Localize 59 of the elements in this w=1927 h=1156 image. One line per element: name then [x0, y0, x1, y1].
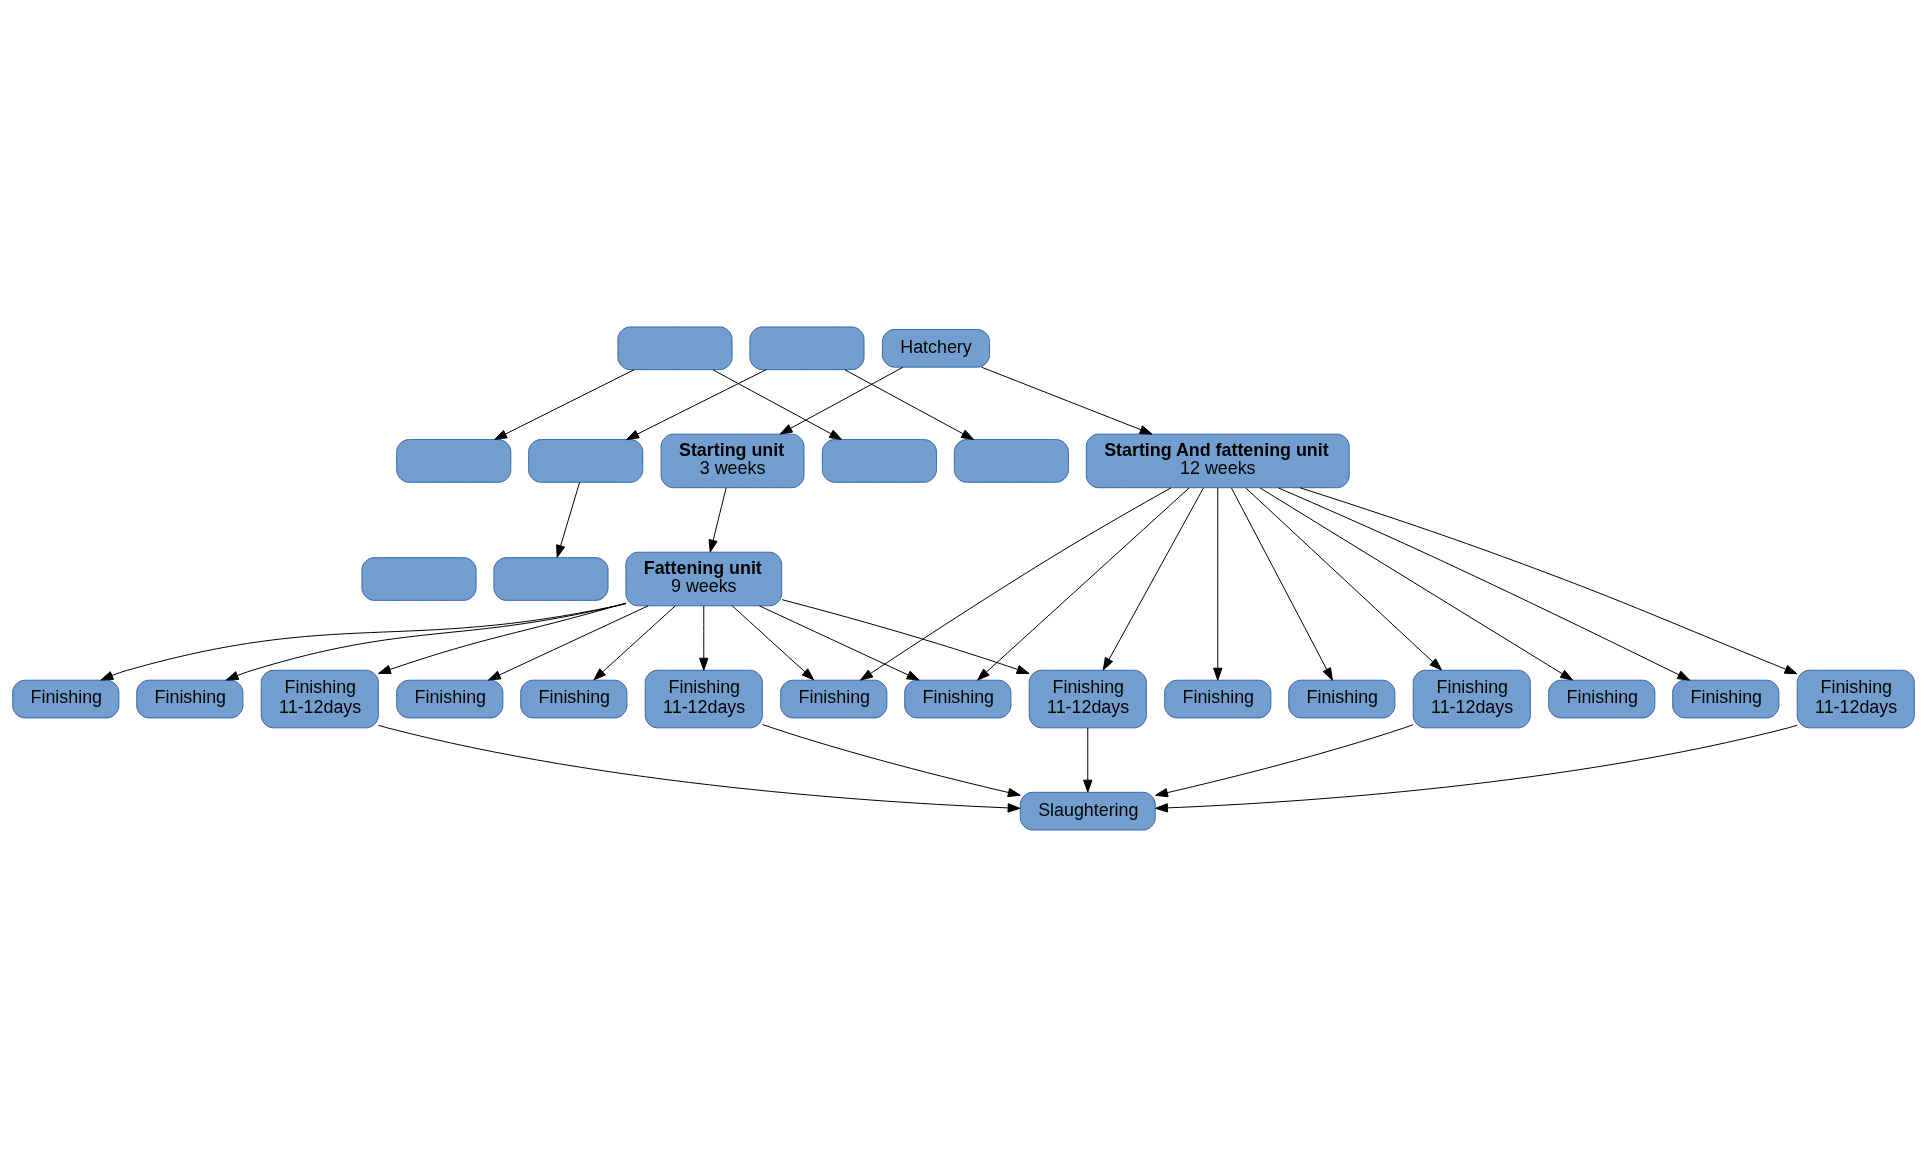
node-box: Finishing 11-12days	[1796, 669, 1915, 728]
node-box: Finishing	[396, 679, 504, 718]
arrow	[981, 366, 1153, 435]
node-box: Finishing 11-12days	[1412, 669, 1531, 728]
arrow	[731, 604, 815, 680]
node-box: Finishing 11-12days	[1028, 669, 1147, 728]
arrow	[378, 602, 627, 674]
node-box	[528, 438, 644, 483]
arrow	[1231, 487, 1333, 681]
node-box: Finishing	[12, 679, 120, 718]
arrow	[779, 366, 904, 435]
arrow	[593, 604, 676, 680]
arrow	[1259, 486, 1574, 681]
arrow	[762, 723, 1021, 797]
arrow	[556, 481, 581, 558]
arrow	[1213, 487, 1223, 681]
arrow	[860, 486, 1172, 681]
arrow	[781, 598, 1030, 674]
arrow	[1277, 486, 1691, 681]
node-box: Finishing	[1164, 679, 1272, 718]
node-box	[821, 438, 937, 483]
arrow	[487, 604, 649, 681]
arrow	[1245, 487, 1443, 670]
node-box: Finishing 11-12days	[644, 669, 763, 728]
node-box: Finishing	[136, 679, 244, 718]
arrow	[1155, 724, 1798, 813]
arrow	[100, 602, 627, 681]
node-box: Finishing 11-12days	[260, 669, 379, 728]
arrow	[759, 604, 920, 681]
node-box: Finishing	[1288, 679, 1396, 718]
node-box: Hatchery	[881, 328, 991, 368]
arrow	[1299, 486, 1798, 674]
arrow	[699, 604, 709, 671]
arrow	[626, 368, 767, 440]
arrow	[712, 368, 843, 440]
node-box: Finishing	[1672, 679, 1780, 718]
node-box	[361, 556, 477, 601]
node-box: Finishing	[1548, 679, 1656, 718]
node-box	[953, 438, 1069, 483]
arrow	[494, 368, 635, 440]
node-box: Finishing	[520, 679, 628, 718]
node-box	[493, 556, 609, 601]
node-box: Starting unit 3 weeks	[660, 433, 805, 488]
node-box: Starting And fattening unit 12 weeks	[1085, 433, 1350, 488]
arrow	[1102, 487, 1204, 670]
node-box	[749, 325, 865, 370]
node-box	[396, 438, 512, 483]
node-box: Finishing	[780, 679, 888, 718]
node-box: Finishing	[904, 679, 1012, 718]
arrow	[708, 486, 727, 553]
arrow	[844, 368, 975, 440]
node-box: Fattening unit 9 weeks	[625, 551, 783, 606]
arrow	[977, 486, 1190, 681]
arrow	[1155, 723, 1414, 797]
arrow	[225, 602, 627, 681]
node-box	[617, 325, 733, 370]
node-box: Slaughtering	[1019, 791, 1156, 831]
arrow	[377, 724, 1021, 813]
arrow	[1083, 726, 1093, 793]
